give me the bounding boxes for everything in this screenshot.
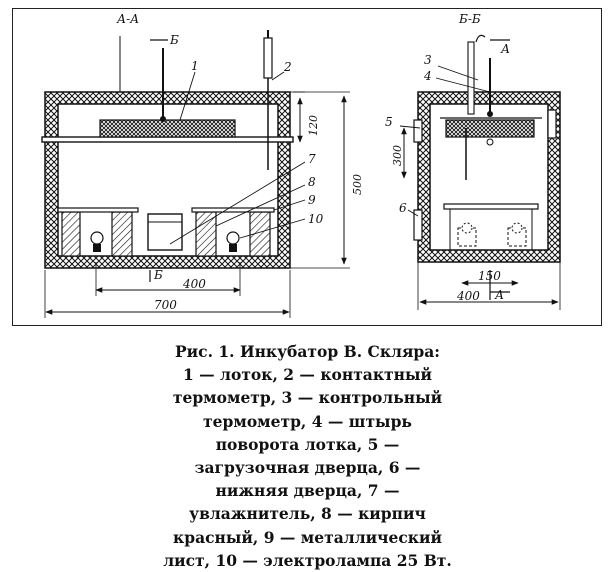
caption-line-2: 1 — лоток, 2 — контактный (182, 365, 433, 385)
drawing-frame (12, 8, 602, 326)
section-bb-label: Б-Б (458, 12, 481, 26)
dim-300: 300 (391, 145, 404, 166)
caption-line-3: термометр, 3 — контрольный (172, 388, 443, 408)
callout-9: 9 (308, 193, 316, 207)
dim-500: 500 (351, 174, 364, 195)
caption-line-10: лист, 10 — электролампа 25 Вт. (163, 550, 452, 570)
caption-line-9: красный, 9 — металлический (173, 527, 442, 547)
caption-line-5: поворота лотка, 5 — (215, 434, 400, 454)
caption-line-8: увлажнитель, 8 — кирпич (189, 504, 426, 524)
incubator-drawing: А-А Б Б Б-Б А А 1 2 3 4 5 6 7 8 9 10 120… (41, 12, 561, 318)
section-aa-view (41, 30, 350, 318)
callout-3: 3 (424, 53, 432, 67)
caption-line-6: загрузочная дверца, 6 — (194, 458, 421, 478)
section-b-mark-top: Б (169, 33, 179, 47)
section-a-mark-top: А (500, 42, 510, 56)
callout-4: 4 (423, 69, 432, 83)
caption-line-1: Рис. 1. Инкубатор В. Скляра: (174, 342, 441, 361)
caption-line-7: нижняя дверца, 7 — (215, 481, 400, 501)
callout-1: 1 (191, 59, 199, 73)
dim-150: 150 (478, 269, 501, 283)
callout-8: 8 (308, 175, 316, 189)
callout-6: 6 (399, 201, 407, 215)
dim-700: 700 (154, 298, 177, 312)
section-b-mark-bottom: Б (153, 268, 163, 282)
callout-2: 2 (283, 60, 292, 74)
callout-5: 5 (385, 115, 393, 129)
dim-400-side: 400 (456, 289, 480, 303)
section-aa-label: А-А (116, 12, 139, 26)
caption-line-4: термометр, 4 — штырь (203, 411, 412, 431)
callout-10: 10 (308, 212, 324, 226)
section-a-mark-bottom: А (494, 288, 504, 302)
callout-7: 7 (308, 152, 316, 166)
dim-400-inner: 400 (182, 277, 206, 291)
figure-caption: Рис. 1. Инкубатор В. Скляра: 1 — лоток, … (60, 340, 555, 572)
dim-120: 120 (307, 115, 320, 136)
section-bb-view (399, 34, 561, 310)
